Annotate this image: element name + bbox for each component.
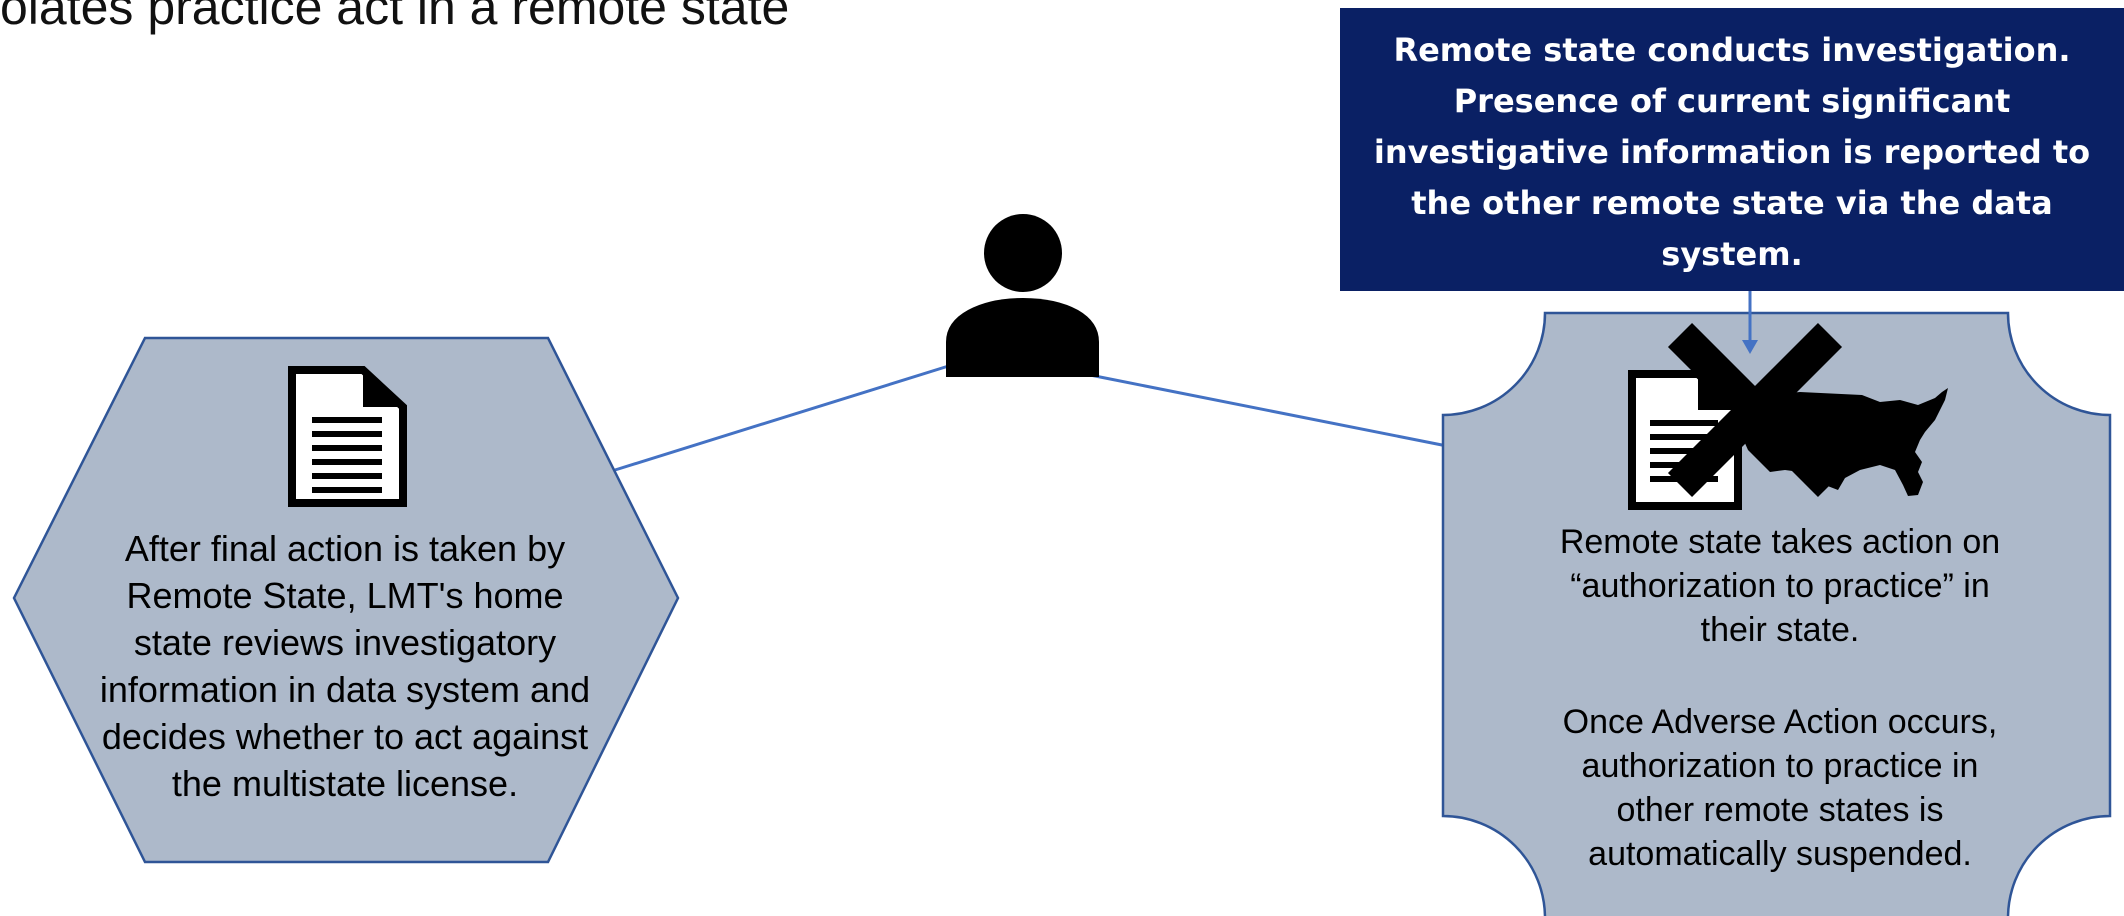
connector-person-home bbox=[614, 362, 956, 472]
page-title: olates practice act in a remote state bbox=[0, 0, 790, 35]
callout-text: Remote state conducts investigation. Pre… bbox=[1373, 31, 2091, 273]
person-icon bbox=[946, 214, 1099, 377]
united-states-map-icon bbox=[1735, 388, 1948, 496]
home-state-hexagon bbox=[12, 336, 680, 864]
investigation-callout: Remote state conducts investigation. Pre… bbox=[1340, 8, 2124, 291]
cross-mark-icon bbox=[1667, 322, 1843, 498]
document-icon bbox=[288, 366, 407, 507]
callout-arrowhead bbox=[1742, 340, 1758, 354]
adverse-action-text: Once Adverse Action occurs, authorizatio… bbox=[1562, 703, 1998, 873]
connector-person-remote bbox=[1089, 373, 1448, 448]
home-state-text: After final action is taken by Remote St… bbox=[99, 528, 591, 804]
remote-state-plaque bbox=[1441, 311, 2112, 916]
remote-state-action-text: Remote state takes action on “authorizat… bbox=[1559, 523, 2001, 649]
